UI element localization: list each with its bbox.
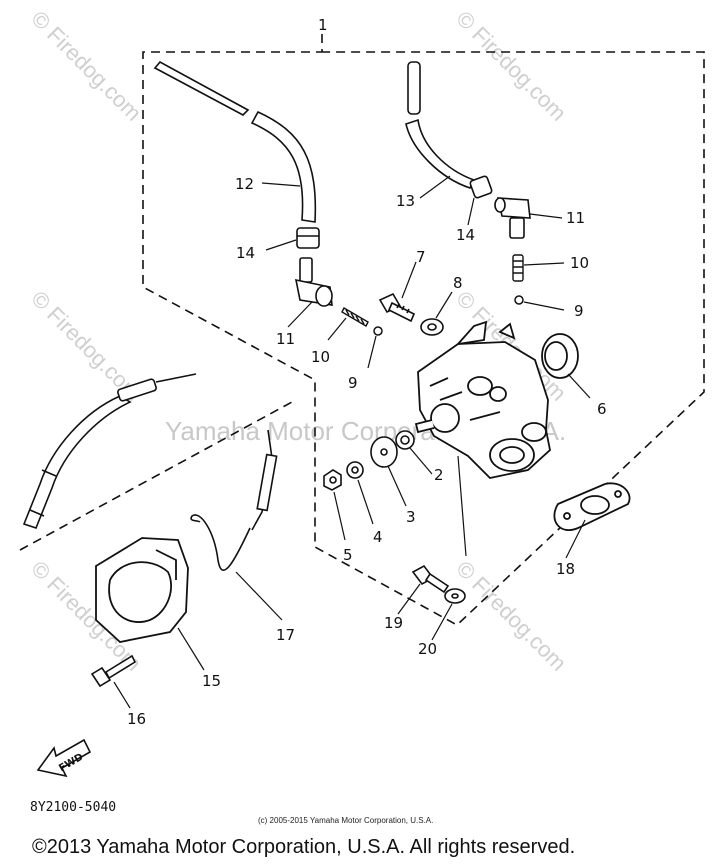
part-code: 8Y2100-5040 bbox=[30, 800, 117, 815]
watermark: © Firedog.com bbox=[451, 6, 571, 126]
ball-9-right bbox=[514, 295, 524, 305]
spring-10-left bbox=[341, 307, 369, 327]
bolt-19 bbox=[411, 564, 450, 594]
clip-14-right bbox=[469, 175, 493, 199]
clip-14-left bbox=[296, 227, 320, 249]
pump-cover-15 bbox=[95, 537, 189, 643]
elbow-11-left bbox=[294, 257, 333, 307]
hose-12 bbox=[153, 60, 317, 223]
callout-9-left: 9 bbox=[348, 374, 358, 392]
copyright-footer: ©2013 Yamaha Motor Corporation, U.S.A. A… bbox=[32, 836, 576, 858]
oil-pump-body bbox=[414, 320, 551, 479]
gasket-18 bbox=[553, 482, 631, 531]
callouts: 1 2 3 4 5 6 7 8 9 9 10 10 11 11 12 13 14… bbox=[127, 16, 607, 728]
elbow-11-right bbox=[494, 197, 531, 239]
washer-4 bbox=[346, 461, 364, 479]
source-note: (c) 2005-2015 Yamaha Motor Corporation, … bbox=[258, 816, 434, 825]
callout-7: 7 bbox=[416, 248, 426, 266]
callout-2: 2 bbox=[434, 466, 444, 484]
callout-4: 4 bbox=[373, 528, 383, 546]
callout-6: 6 bbox=[597, 400, 607, 418]
callout-10-left: 10 bbox=[311, 348, 330, 366]
callout-1: 1 bbox=[318, 16, 328, 34]
callout-10-right: 10 bbox=[570, 254, 589, 272]
callout-11-right: 11 bbox=[566, 209, 585, 227]
hose-13 bbox=[405, 61, 476, 189]
throttle-cable bbox=[22, 373, 197, 529]
watermark: © Firedog.com bbox=[451, 556, 571, 676]
bolt-7 bbox=[378, 292, 416, 323]
callout-3: 3 bbox=[406, 508, 416, 526]
callout-14-right: 14 bbox=[456, 226, 475, 244]
callout-12: 12 bbox=[235, 175, 254, 193]
cable-17 bbox=[190, 429, 278, 571]
washer-20 bbox=[444, 588, 466, 604]
spring-10-right bbox=[512, 254, 524, 282]
callout-15: 15 bbox=[202, 672, 221, 690]
assembly-boundary bbox=[19, 34, 705, 626]
washer-8 bbox=[420, 318, 444, 336]
plate-3 bbox=[370, 436, 398, 468]
seal-6 bbox=[541, 333, 579, 379]
nut-5 bbox=[323, 469, 342, 491]
callout-8: 8 bbox=[453, 274, 463, 292]
screw-16 bbox=[90, 654, 137, 688]
callout-19: 19 bbox=[384, 614, 403, 632]
callout-5: 5 bbox=[343, 546, 353, 564]
callout-11-left: 11 bbox=[276, 330, 295, 348]
callout-14-left: 14 bbox=[236, 244, 255, 262]
watermark: © Firedog.com bbox=[26, 6, 146, 126]
fwd-arrow-icon: FWD bbox=[36, 738, 92, 778]
callout-16: 16 bbox=[127, 710, 146, 728]
callout-17: 17 bbox=[276, 626, 295, 644]
callout-18: 18 bbox=[556, 560, 575, 578]
callout-13: 13 bbox=[396, 192, 415, 210]
leader-lines bbox=[113, 175, 591, 709]
callout-20: 20 bbox=[418, 640, 437, 658]
washer-2 bbox=[395, 430, 415, 450]
ball-9-left bbox=[373, 326, 383, 336]
callout-9-right: 9 bbox=[574, 302, 584, 320]
